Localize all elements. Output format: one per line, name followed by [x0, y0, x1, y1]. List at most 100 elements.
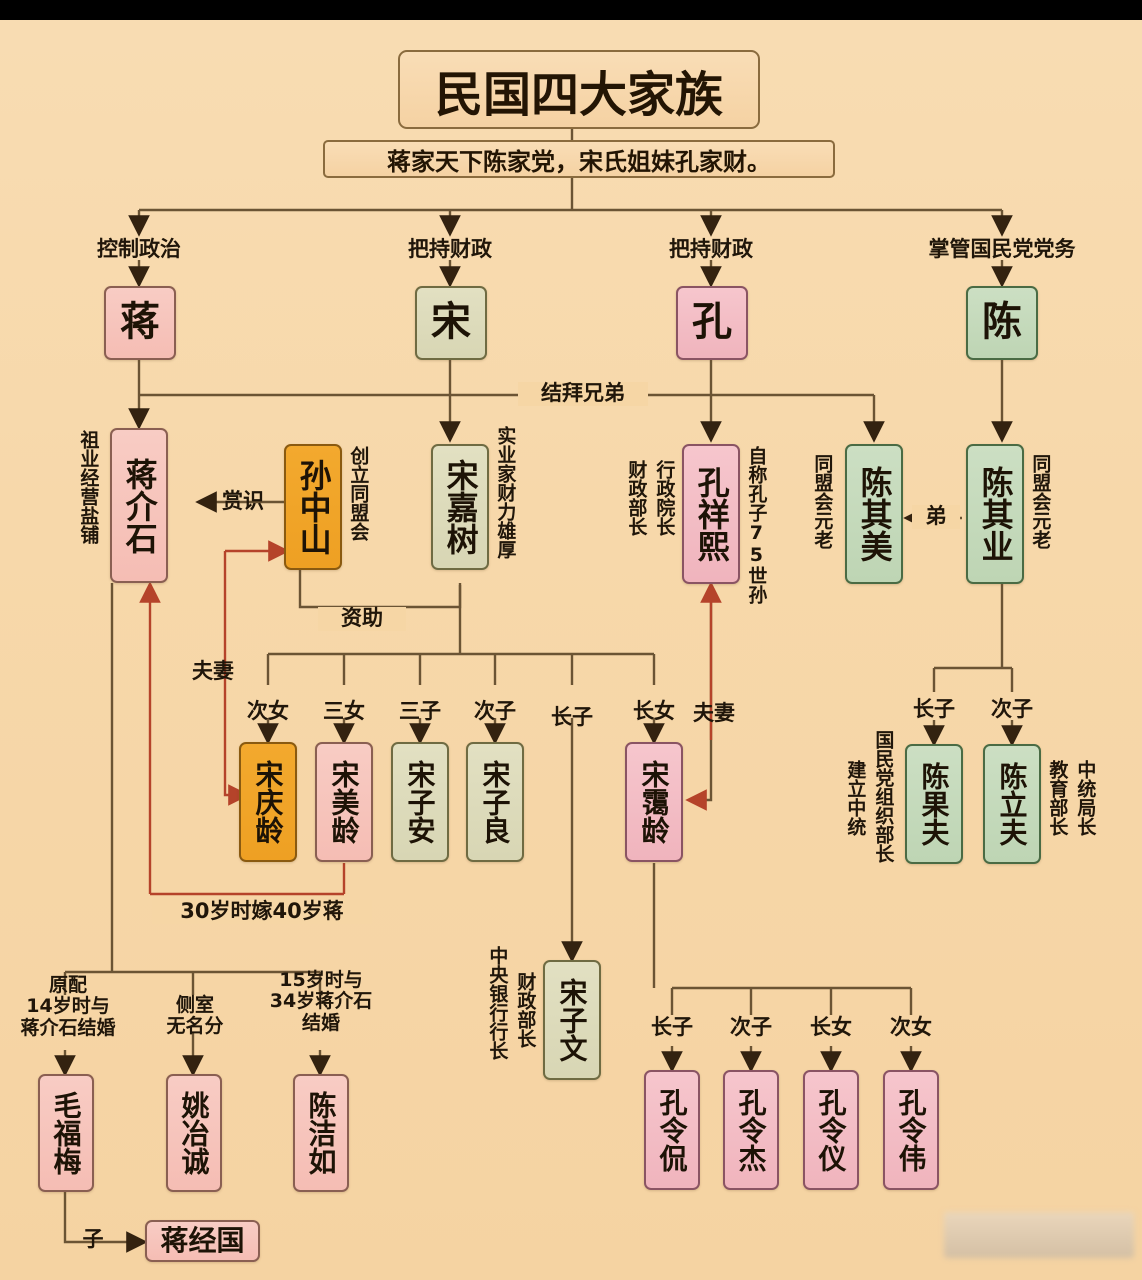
person-box-kong-xiangxi[interactable]: 孔祥熙	[682, 444, 740, 584]
person-box-song-ziliang[interactable]: 宋子良	[466, 742, 524, 862]
surname-box-song[interactable]: 宋	[415, 286, 487, 360]
person-name-jiang-jingguo: 蒋经国	[160, 1224, 245, 1258]
person-box-chen-jieru[interactable]: 陈洁如	[293, 1074, 349, 1192]
person-name-chen-qiye: 陈其业	[976, 466, 1015, 562]
surname-box-kong[interactable]: 孔	[676, 286, 748, 360]
role-label-song: 把持财政	[408, 237, 492, 261]
order-label-kong-ci-zi: 次子	[730, 1015, 772, 1039]
person-name-song-zian: 宋子安	[403, 760, 437, 844]
diagram-canvas: 民国四大家族 蒋家天下陈家党，宋氏姐妹孔家财。 控制政治 把持财政 把持财政 掌…	[0, 20, 1142, 1280]
annotation-chen-lifu-zhongtong: 中统局长	[1074, 760, 1097, 836]
person-name-kong-lingjie: 孔令杰	[734, 1088, 768, 1172]
relation-label-fuqi-right: 夫妻	[693, 701, 735, 725]
subtitle-text: 蒋家天下陈家党，宋氏姐妹孔家财。	[387, 147, 771, 176]
order-label-song-zhang-zi: 长子	[551, 705, 593, 729]
wife-note-yao-yecheng: 侧室 无名分	[166, 994, 224, 1038]
person-box-chen-lifu[interactable]: 陈立夫	[983, 744, 1041, 864]
person-name-song-ziliang: 宋子良	[478, 760, 512, 844]
relation-label-fuqi-left: 夫妻	[192, 659, 234, 683]
person-name-kong-lingwei: 孔令伟	[894, 1088, 928, 1172]
annotation-kong-xiangxi-executive: 行政院长	[653, 460, 676, 536]
surname-kong: 孔	[692, 299, 732, 346]
person-name-chen-qimei: 陈其美	[855, 466, 894, 562]
order-label-chen-ci-zi: 次子	[991, 697, 1033, 721]
order-label-song-san-zi: 三子	[399, 699, 441, 723]
role-label-chen: 掌管国民党党务	[928, 237, 1076, 261]
person-box-yao-yecheng[interactable]: 姚冶诚	[166, 1074, 222, 1192]
annotation-chen-qiye-side: 同盟会元老	[1029, 454, 1052, 549]
person-box-song-ziwen[interactable]: 宋子文	[543, 960, 601, 1080]
surname-jiang: 蒋	[120, 299, 160, 346]
person-box-song-meiling[interactable]: 宋美龄	[315, 742, 373, 862]
person-box-song-ailing[interactable]: 宋霭龄	[625, 742, 683, 862]
subtitle-banner: 蒋家天下陈家党，宋氏姐妹孔家财。	[323, 140, 835, 178]
person-box-song-qingling[interactable]: 宋庆龄	[239, 742, 297, 862]
order-label-kong-ci-nv: 次女	[890, 1015, 932, 1039]
person-name-song-jiashu: 宋嘉树	[441, 459, 480, 555]
relation-label-shangshi: 赏识	[222, 489, 264, 513]
page-title: 民国四大家族	[398, 50, 760, 129]
person-box-song-zian[interactable]: 宋子安	[391, 742, 449, 862]
annotation-chen-guofu-org: 国民党组织部长	[872, 730, 895, 863]
person-box-kong-lingwei[interactable]: 孔令伟	[883, 1070, 939, 1190]
relation-label-di: 弟	[912, 504, 960, 529]
annotation-kong-xiangxi-finance: 财政部长	[625, 460, 648, 536]
annotation-song-ziwen-bank: 中央银行行长	[486, 946, 509, 1060]
surname-song: 宋	[431, 299, 471, 346]
page-title-text: 民国四大家族	[434, 66, 723, 123]
person-box-kong-lingyi[interactable]: 孔令仪	[803, 1070, 859, 1190]
person-name-chen-jieru: 陈洁如	[304, 1091, 338, 1175]
person-name-song-qingling: 宋庆龄	[251, 760, 285, 844]
blurred-watermark	[944, 1212, 1134, 1258]
surname-chen: 陈	[982, 299, 1022, 346]
person-name-kong-lingkan: 孔令侃	[655, 1088, 689, 1172]
surname-box-chen[interactable]: 陈	[966, 286, 1038, 360]
role-label-jiang: 控制政治	[97, 237, 181, 261]
annotation-song-jiashu-side: 实业家财力雄厚	[494, 426, 517, 559]
order-label-song-san-nv: 三女	[323, 699, 365, 723]
top-black-bar	[0, 0, 1142, 20]
order-label-chen-zhang-zi: 长子	[913, 697, 955, 721]
person-name-sun-zhongshan: 孙中山	[294, 459, 333, 555]
person-name-chen-lifu: 陈立夫	[995, 762, 1029, 846]
annotation-chen-lifu-education: 教育部长	[1046, 760, 1069, 836]
person-box-chen-guofu[interactable]: 陈果夫	[905, 744, 963, 864]
person-name-mao-fumei: 毛福梅	[49, 1091, 83, 1175]
surname-box-jiang[interactable]: 蒋	[104, 286, 176, 360]
annotation-chen-guofu-zhongtong: 建立中统	[844, 760, 867, 836]
annotation-chen-qimei-side: 同盟会元老	[811, 454, 834, 549]
person-box-jiang-jieshi[interactable]: 蒋介石	[110, 428, 168, 583]
order-label-song-ci-zi: 次子	[474, 699, 516, 723]
person-box-mao-fumei[interactable]: 毛福梅	[38, 1074, 94, 1192]
person-box-kong-lingjie[interactable]: 孔令杰	[723, 1070, 779, 1190]
person-box-kong-lingkan[interactable]: 孔令侃	[644, 1070, 700, 1190]
relation-label-zi: 子	[82, 1227, 104, 1251]
person-name-chen-guofu: 陈果夫	[917, 762, 951, 846]
person-box-jiang-jingguo[interactable]: 蒋经国	[145, 1220, 260, 1262]
person-box-chen-qimei[interactable]: 陈其美	[845, 444, 903, 584]
annotation-song-ziwen-finance: 财政部长	[514, 972, 537, 1048]
wife-note-chen-jieru: 15岁时与 34岁蒋介石 结婚	[269, 969, 373, 1034]
person-box-chen-qiye[interactable]: 陈其业	[966, 444, 1024, 584]
order-label-song-ci-nv: 次女	[247, 699, 289, 723]
order-label-kong-zhang-zi: 长子	[651, 1015, 693, 1039]
relation-label-marriage-meiling: 30岁时嫁40岁蒋	[152, 899, 372, 924]
annotation-jiang-jieshi-side: 祖业经营盐铺	[77, 430, 100, 544]
order-label-song-zhang-nv: 长女	[633, 699, 675, 723]
role-label-kong: 把持财政	[669, 237, 753, 261]
person-name-kong-xiangxi: 孔祥熙	[692, 466, 731, 562]
person-name-yao-yecheng: 姚冶诚	[177, 1091, 211, 1175]
person-name-song-ailing: 宋霭龄	[637, 760, 671, 844]
relation-label-jiebai: 结拜兄弟	[518, 381, 648, 406]
annotation-kong-xiangxi-confucius: 自称孔子75世孙	[745, 446, 768, 604]
person-name-kong-lingyi: 孔令仪	[814, 1088, 848, 1172]
person-box-sun-zhongshan[interactable]: 孙中山	[284, 444, 342, 570]
relation-label-zizhu: 资助	[318, 606, 406, 631]
person-name-jiang-jieshi: 蒋介石	[120, 457, 159, 554]
order-label-kong-zhang-nv: 长女	[810, 1015, 852, 1039]
person-box-song-jiashu[interactable]: 宋嘉树	[431, 444, 489, 570]
person-name-song-ziwen: 宋子文	[555, 978, 589, 1062]
wife-note-mao-fumei: 原配 14岁时与 蒋介石结婚	[20, 974, 116, 1039]
annotation-sun-zhongshan-side: 创立同盟会	[347, 446, 370, 541]
person-name-song-meiling: 宋美龄	[327, 760, 361, 844]
